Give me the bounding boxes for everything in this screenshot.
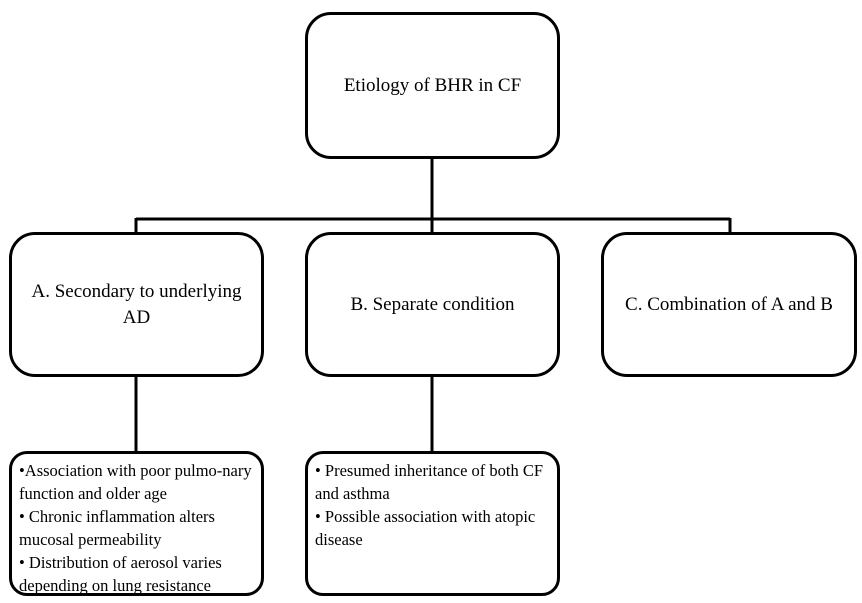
root-label: Etiology of BHR in CF xyxy=(343,74,522,96)
detail-b-line-1: • Presumed inheritance of both CF and as… xyxy=(315,461,544,503)
detail-a-line-2: • Chronic inflammation alters mucosal pe… xyxy=(19,507,215,549)
details-node-a: •Association with poor pulmo-nary functi… xyxy=(9,451,264,596)
detail-a-line-3: • Distribution of aerosol varies dependi… xyxy=(19,553,222,595)
category-label-c: C. Combination of A and B xyxy=(625,293,833,315)
category-node-a: A. Secondary to underlying AD xyxy=(9,232,264,377)
root-node: Etiology of BHR in CF xyxy=(305,12,560,159)
category-node-b: B. Separate condition xyxy=(305,232,560,377)
detail-b-line-2: • Possible association with atopic disea… xyxy=(315,507,536,549)
category-label-a: A. Secondary to underlying AD xyxy=(31,280,242,328)
category-label-b: B. Separate condition xyxy=(350,293,515,315)
details-node-b: • Presumed inheritance of both CF and as… xyxy=(305,451,560,596)
category-node-c: C. Combination of A and B xyxy=(601,232,857,377)
detail-a-line-1: •Association with poor pulmo-nary functi… xyxy=(19,461,252,503)
